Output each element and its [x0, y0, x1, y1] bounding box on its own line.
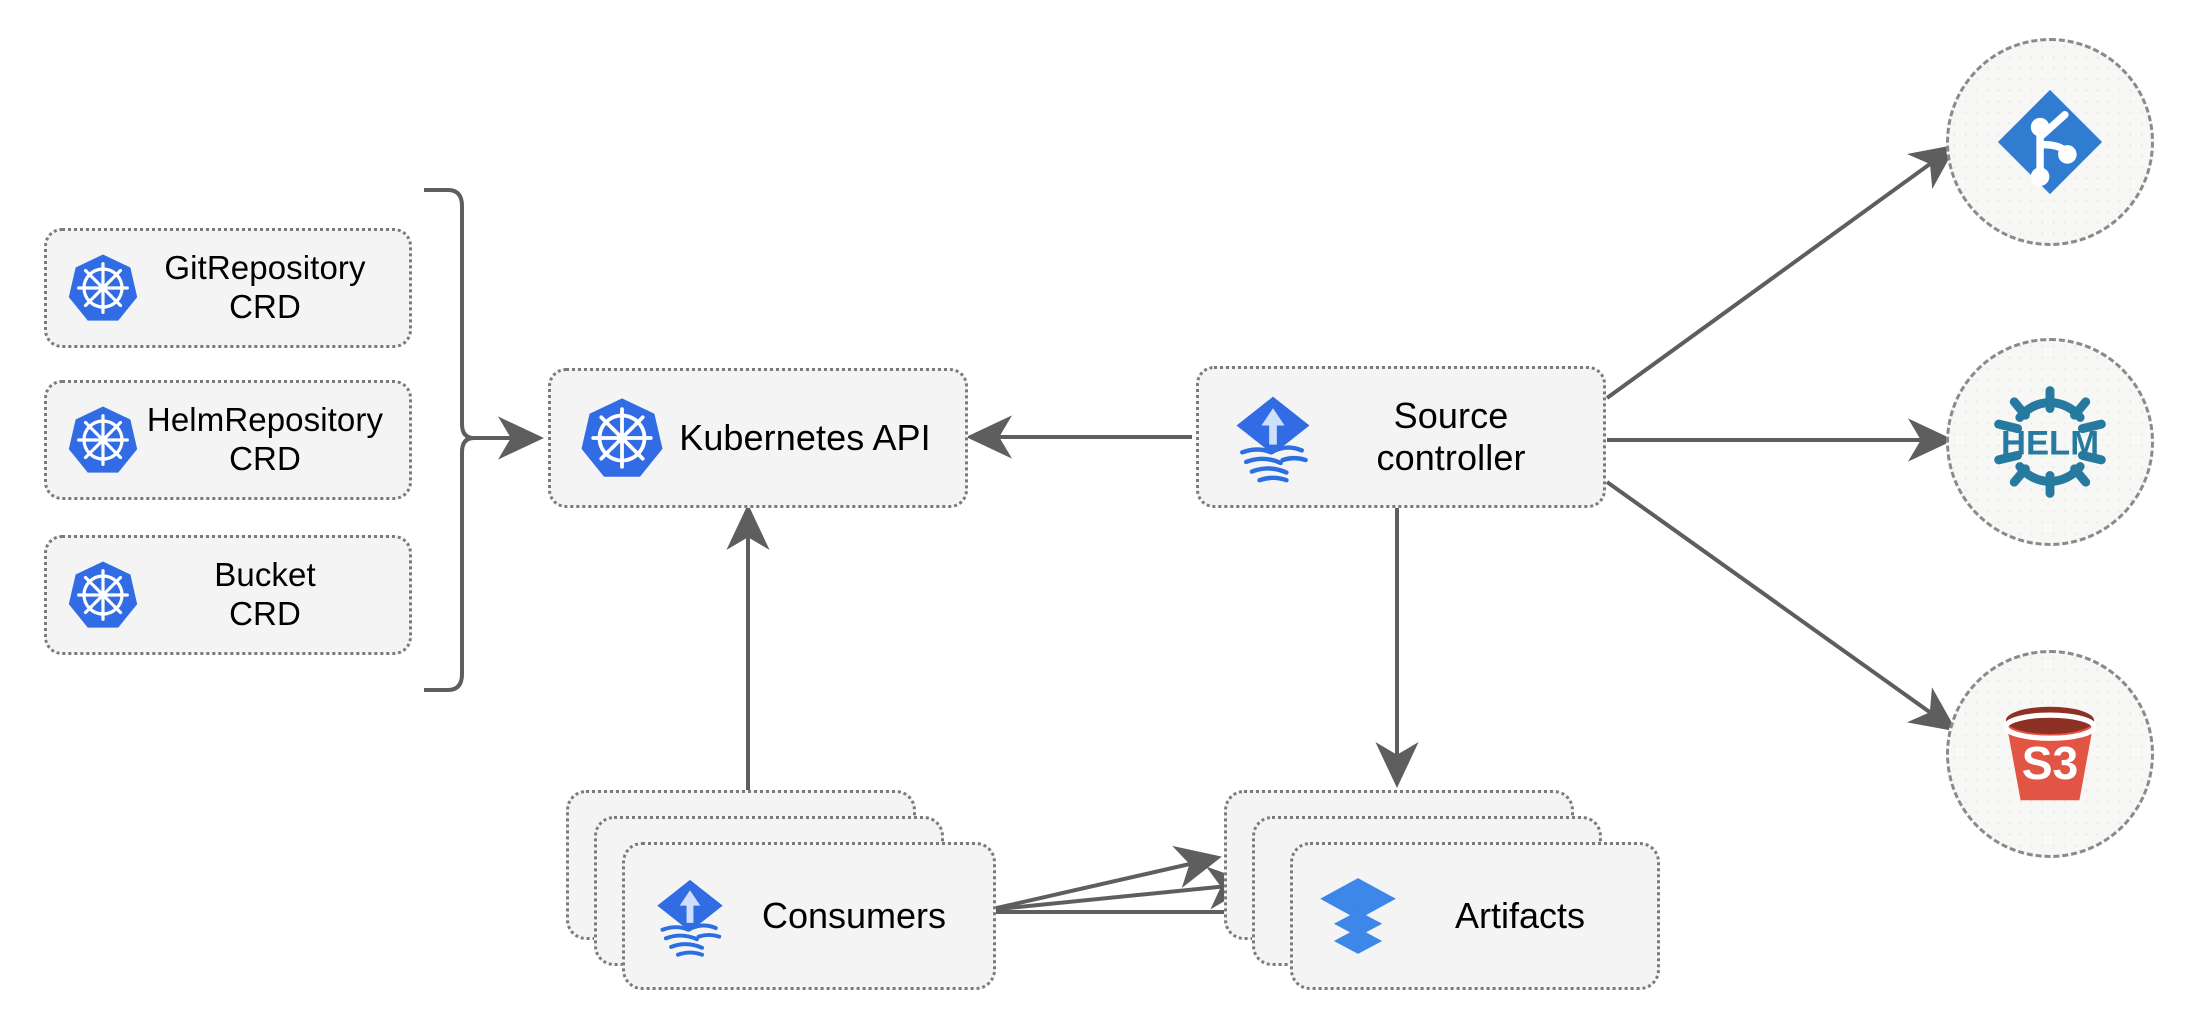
crd-label: Bucket CRD [214, 556, 316, 632]
helm-wordmark: HELM [2001, 424, 2099, 462]
node-kubernetes-api[interactable]: Kubernetes API [548, 368, 968, 508]
crd-card-gitrepository[interactable]: GitRepository CRD [44, 228, 412, 348]
node-source-controller[interactable]: Source controller [1196, 366, 1606, 508]
crd-label: GitRepository CRD [164, 249, 366, 325]
crd-label: HelmRepository CRD [146, 401, 384, 477]
source-circle-git[interactable] [1946, 38, 2154, 246]
edge-consumers-to-artifacts-back [987, 845, 1222, 912]
crd-card-bucket[interactable]: Bucket CRD [44, 535, 412, 655]
node-artifacts[interactable]: Artifacts [1224, 790, 1660, 990]
source-circle-s3[interactable]: S3 [1946, 650, 2154, 858]
edge-consumers-to-artifacts-middle [987, 866, 1254, 912]
node-label: Source controller [1376, 394, 1526, 478]
edge-source-controller-to-s3 [1605, 480, 1957, 732]
kubernetes-icon [65, 402, 141, 478]
source-circle-helm[interactable]: HELM [1946, 338, 2154, 546]
kubernetes-icon [65, 557, 141, 633]
layers-icon [1315, 873, 1401, 959]
crd-group-bracket [424, 188, 475, 692]
git-icon [1988, 80, 2112, 204]
s3-bucket-icon: S3 [1987, 691, 2113, 817]
node-label: Artifacts [1454, 895, 1586, 936]
artifacts-card-front[interactable]: Artifacts [1290, 842, 1660, 990]
kubernetes-icon [65, 250, 141, 326]
flux-icon [1225, 389, 1321, 485]
edge-source-controller-to-git [1605, 144, 1957, 400]
crd-card-helmrepository[interactable]: HelmRepository CRD [44, 380, 412, 500]
node-label: Consumers [761, 895, 947, 936]
s3-wordmark: S3 [2022, 737, 2079, 789]
helm-icon: HELM [1983, 375, 2117, 509]
kubernetes-icon [577, 393, 667, 483]
flux-icon [647, 873, 733, 959]
node-consumers[interactable]: Consumers [566, 790, 996, 990]
node-label: Kubernetes API [679, 416, 931, 458]
consumers-card-front[interactable]: Consumers [622, 842, 996, 990]
